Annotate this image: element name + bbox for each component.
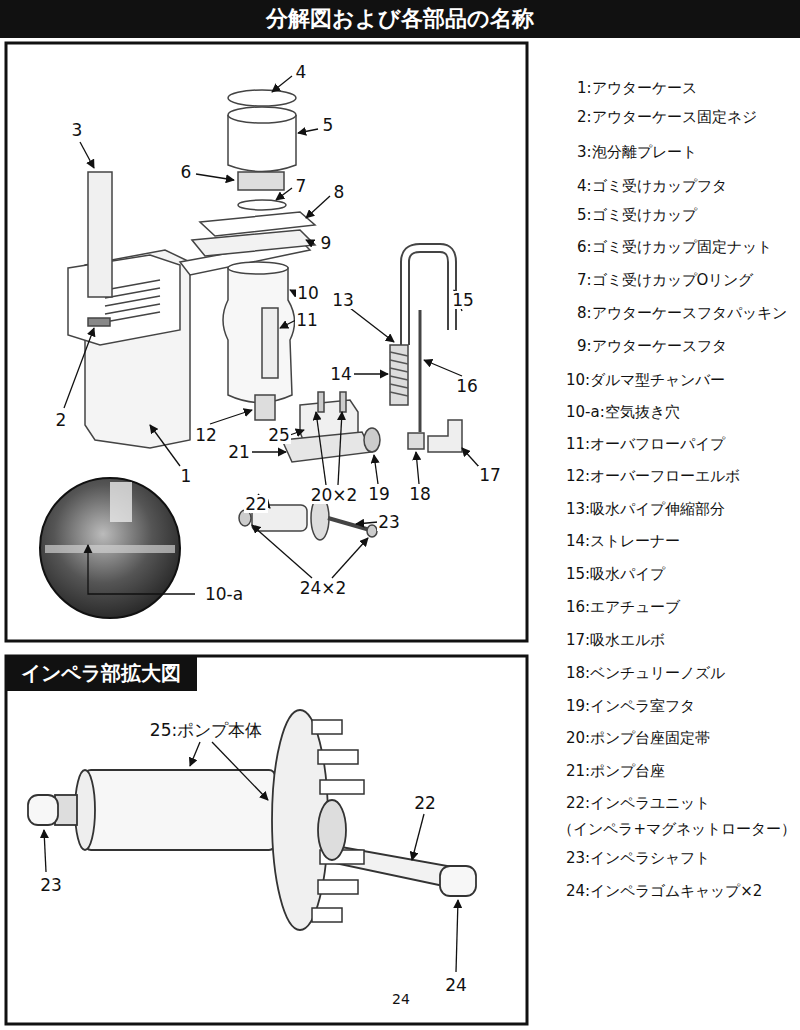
lower-frame bbox=[6, 656, 527, 1024]
part-name: 14:ストレーナー bbox=[566, 533, 680, 550]
part-name: 13:吸水パイプ伸縮部分 bbox=[566, 501, 725, 518]
part-name: 20:ポンプ台座固定帯 bbox=[566, 730, 710, 747]
callout-number: 13 bbox=[331, 291, 355, 310]
part-name: 7:ゴミ受けカップOリング bbox=[577, 272, 753, 289]
part-name: 16:エアチューブ bbox=[566, 599, 680, 616]
part-name: 5:ゴミ受けカップ bbox=[577, 207, 697, 224]
callout-number: 22 bbox=[244, 495, 268, 514]
upper-frame bbox=[6, 43, 527, 641]
section-tab: インペラ部拡大図 bbox=[5, 655, 197, 691]
part-name: 10-a:空気抜き穴 bbox=[566, 404, 680, 421]
heading-text: 分解図および各部品の名称 bbox=[266, 4, 534, 34]
callout-number: 17 bbox=[478, 466, 502, 485]
leader-lines bbox=[64, 76, 480, 594]
callout-number: 10 bbox=[296, 284, 320, 303]
callout-number: 12 bbox=[194, 426, 218, 445]
callout-number: 8 bbox=[333, 183, 346, 202]
leader-lines bbox=[44, 742, 458, 972]
note: 24 bbox=[391, 992, 411, 1007]
callout-number: 24 bbox=[444, 976, 468, 995]
callout-number: 18 bbox=[408, 485, 432, 504]
part-name: 19:インペラ室フタ bbox=[566, 698, 695, 715]
callout-number: 24×2 bbox=[299, 579, 348, 598]
callout-number: 2 bbox=[55, 411, 68, 430]
callout-number: 7 bbox=[295, 177, 308, 196]
callout-number: 6 bbox=[180, 163, 193, 182]
callout-number: 14 bbox=[329, 365, 353, 384]
callout-number: 3 bbox=[71, 121, 84, 140]
callout-number: 10-a bbox=[204, 585, 244, 604]
part-name: 4:ゴミ受けカップフタ bbox=[577, 178, 727, 195]
part-name: 23:インペラシャフト bbox=[566, 850, 710, 867]
callout-number: 23 bbox=[377, 513, 401, 532]
part-name: 2:アウターケース固定ネジ bbox=[577, 109, 757, 126]
part-name: 18:ベンチュリーノズル bbox=[566, 665, 725, 682]
part-name: 11:オーバフローパイプ bbox=[566, 436, 725, 453]
impeller-enlarged bbox=[28, 710, 476, 930]
inset-photo bbox=[40, 478, 180, 618]
part-name: 24:インペラゴムキャップ×2 bbox=[566, 883, 762, 900]
part-name: 3:泡分離プレート bbox=[577, 144, 697, 161]
part-name: （インペラ+マグネットローター） bbox=[558, 821, 796, 838]
callout-number: 23 bbox=[39, 876, 63, 895]
part-name: 17:吸水エルボ bbox=[566, 632, 665, 649]
part-name: 10:ダルマ型チャンバー bbox=[566, 372, 725, 389]
part-name: 6:ゴミ受けカップ固定ナット bbox=[577, 239, 772, 256]
part-name: 1:アウターケース bbox=[577, 80, 697, 97]
callout-number: 21 bbox=[227, 443, 251, 462]
callout-number: 9 bbox=[320, 234, 333, 253]
callout-number: 1 bbox=[180, 467, 193, 486]
part-name: 21:ポンプ台座 bbox=[566, 763, 665, 780]
part-name: 9:アウターケースフタ bbox=[577, 338, 727, 355]
part-name: 12:オーバーフローエルボ bbox=[566, 468, 740, 485]
callout-number: 15 bbox=[451, 291, 475, 310]
callout-number: 25:ポンプ本体 bbox=[149, 721, 263, 740]
callout-number: 4 bbox=[295, 63, 308, 82]
callout-number: 5 bbox=[322, 116, 335, 135]
callout-number: 20×2 bbox=[310, 486, 359, 505]
callout-number: 11 bbox=[295, 311, 319, 330]
callout-number: 22 bbox=[413, 794, 437, 813]
exploded-view bbox=[68, 90, 462, 540]
part-name: 22:インペラユニット bbox=[566, 795, 710, 812]
part-name: 8:アウターケースフタパッキン bbox=[577, 305, 787, 322]
callout-number: 19 bbox=[367, 485, 391, 504]
title-band: 分解図および各部品の名称 bbox=[0, 0, 800, 38]
callout-number: 25 bbox=[267, 426, 291, 445]
callout-number: 16 bbox=[455, 377, 479, 396]
part-name: 15:吸水パイプ bbox=[566, 566, 665, 583]
heading-text: インペラ部拡大図 bbox=[21, 660, 181, 687]
